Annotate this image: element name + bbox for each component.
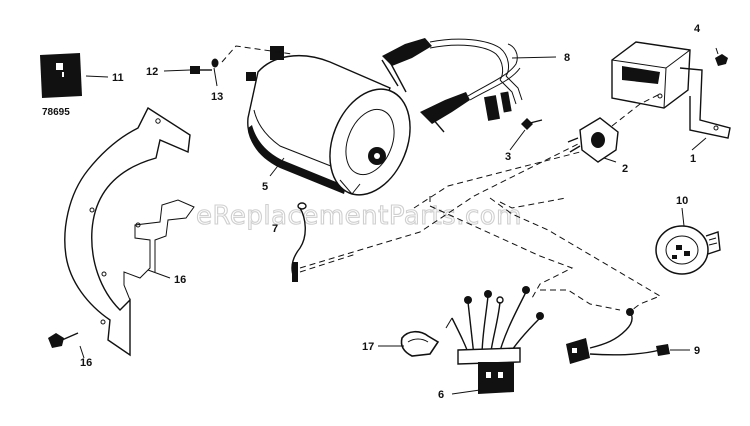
callout-6: 6 [438,389,444,401]
part-9-cable[interactable] [566,308,670,364]
callout-11: 11 [112,72,124,84]
part-12-bolt[interactable] [190,66,212,74]
callout-10: 10 [676,195,688,207]
part-10-knob[interactable] [655,225,721,275]
callout-15: 16 [80,357,92,369]
callout-5: 5 [262,181,268,193]
callout-9: 9 [694,345,700,357]
watermark-text: eReplacementParts.com [196,201,522,231]
callout-17: 17 [362,341,374,353]
callout-1: 1 [690,153,696,165]
part-16-shroud[interactable] [64,106,195,357]
part-4-nut[interactable] [715,54,728,66]
part-5-starter-motor[interactable] [246,46,425,207]
dashed-wiring [221,45,662,311]
part-2-switch[interactable] [567,117,619,163]
part-1-bracket[interactable] [611,41,731,139]
callout-3: 3 [505,151,511,163]
callout-7: 7 [272,223,278,235]
callout-13: 13 [211,91,223,103]
part-13-washer[interactable] [211,58,219,68]
leader-lines [79,47,719,395]
reference-number: 78695 [42,107,70,118]
part-11-decal[interactable] [40,53,82,98]
part-7-cable[interactable] [291,202,307,282]
part-6-wire-harness[interactable] [445,286,544,394]
callout-2: 2 [622,163,628,175]
callout-16: 16 [174,274,186,286]
part-3-screw[interactable] [521,118,543,130]
callout-12: 12 [146,66,158,78]
callout-8: 8 [564,52,570,64]
part-17-clip[interactable] [400,330,440,357]
callout-4: 4 [694,23,701,35]
part-15-screw[interactable] [48,332,79,348]
part-8-clamp-harness[interactable] [381,38,523,133]
